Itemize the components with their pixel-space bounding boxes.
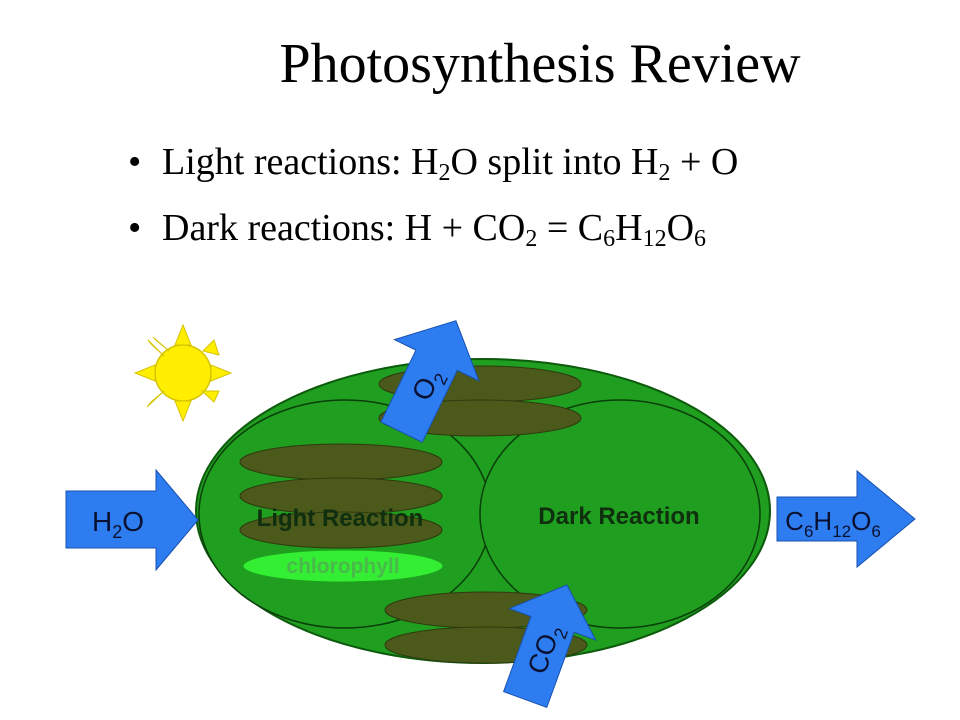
chlorophyll-disc [242, 549, 444, 583]
bullet-list: •Light reactions: H2O split into H2 + O … [128, 138, 738, 270]
dark-reaction-label: Dark Reaction [538, 503, 699, 530]
glucose-output-arrow: C6H12O6 [776, 469, 916, 569]
sun-icon [133, 323, 233, 423]
light-reaction-label: Light Reaction [257, 505, 424, 532]
bullet-light-reactions: •Light reactions: H2O split into H2 + O [128, 138, 738, 204]
co2-input-arrow: CO2 [502, 584, 597, 709]
bullet-dark-reactions: •Dark reactions: H + CO2 = C6H12O6 [128, 204, 738, 270]
chlorophyll-label: chlorophyll [286, 555, 399, 578]
thylakoid-stack-left [239, 443, 443, 549]
bullet-marker: • [128, 141, 142, 183]
o2-output-arrow: O2 [380, 320, 480, 443]
svg-text:C6H12O6: C6H12O6 [785, 506, 881, 541]
svg-text:H2O: H2O [92, 506, 144, 542]
dark-reaction-region [479, 399, 761, 629]
page-title: Photosynthesis Review [279, 33, 801, 95]
bullet-marker: • [128, 207, 142, 249]
h2o-input-arrow: H2O [65, 468, 199, 572]
